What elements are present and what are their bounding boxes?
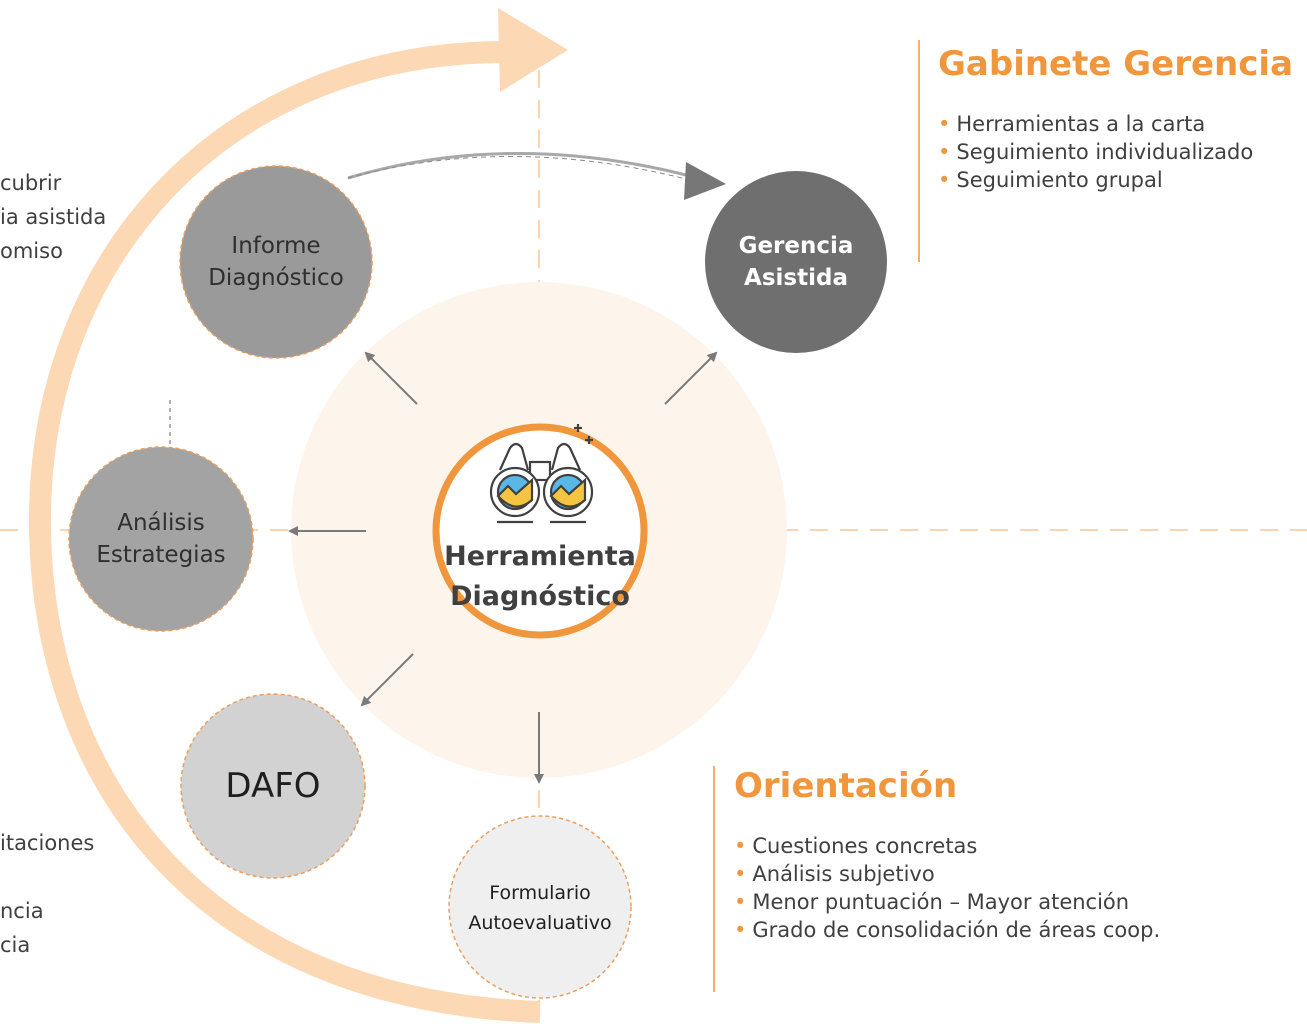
- left-top-line-2: omiso: [0, 239, 63, 263]
- list-item: •Grado de consolidación de áreas coop.: [734, 916, 1160, 944]
- informe-to-gerencia-arrow: [347, 152, 691, 180]
- orientacion-title: Orientación: [734, 766, 958, 806]
- node-gerencia-label: Gerencia Asistida: [705, 214, 887, 310]
- center-line1: Herramienta: [444, 541, 636, 572]
- list-item: •Seguimiento individualizado: [938, 138, 1293, 166]
- node-formulario-label: Formulario Autoevaluativo: [449, 868, 631, 948]
- node-analisis-line1: Análisis: [117, 510, 205, 536]
- arrow-to-gerencia: [664, 351, 718, 405]
- node-dafo-circle: [180, 693, 366, 879]
- orientacion-list: •Cuestiones concretas •Análisis subjetiv…: [734, 832, 1160, 944]
- node-formulario-circle: [448, 815, 632, 999]
- bullet-icon: •: [938, 140, 951, 164]
- left-bottom-line-0: itaciones: [0, 831, 95, 855]
- gabinete-item-1: Seguimiento individualizado: [956, 140, 1254, 164]
- node-informe-line2: Diagnóstico: [208, 265, 344, 291]
- node-gerencia-line2: Asistida: [744, 265, 848, 291]
- arrow-to-informe: [364, 351, 418, 405]
- center-label: Herramienta Diagnóstico: [436, 532, 644, 622]
- list-item: •Análisis subjetivo: [734, 860, 1160, 888]
- left-bottom-text: itaciones ncia cia: [0, 826, 94, 962]
- node-analisis-line2: Estrategias: [96, 542, 226, 568]
- gabinete-item-2: Seguimiento grupal: [956, 168, 1163, 192]
- center-circle: [432, 423, 648, 639]
- node-dafo-text: DAFO: [225, 766, 321, 806]
- bullet-icon: •: [938, 168, 951, 192]
- gabinete-title: Gabinete Gerencia: [938, 44, 1294, 84]
- node-informe-label: Informe Diagnóstico: [180, 214, 372, 310]
- bullet-icon: •: [734, 862, 747, 886]
- node-informe-circle: [179, 165, 373, 359]
- orientacion-panel: Orientación •Cuestiones concretas •Análi…: [734, 766, 1160, 944]
- bullet-icon: •: [734, 890, 747, 914]
- node-gerencia-line1: Gerencia: [738, 233, 854, 259]
- arrow-to-dafo: [360, 653, 414, 707]
- node-formulario-line2: Autoevaluativo: [468, 912, 612, 934]
- node-analisis-circle: [68, 446, 254, 632]
- node-formulario-line1: Formulario: [489, 882, 591, 904]
- list-item: •Herramientas a la carta: [938, 110, 1293, 138]
- cycle-arc: [28, 41, 541, 1023]
- informe-to-gerencia-arrowhead: [684, 162, 726, 200]
- left-top-text: cubrir ia asistida omiso: [0, 166, 106, 268]
- orientacion-item-3: Grado de consolidación de áreas coop.: [752, 918, 1161, 942]
- node-dafo-label: DAFO: [181, 746, 365, 826]
- gabinete-item-0: Herramientas a la carta: [956, 112, 1206, 136]
- list-item: •Cuestiones concretas: [734, 832, 1160, 860]
- orientacion-item-0: Cuestiones concretas: [752, 834, 978, 858]
- bullet-icon: •: [734, 834, 747, 858]
- left-bottom-line-2: ncia: [0, 899, 44, 923]
- bullet-icon: •: [734, 918, 747, 942]
- orientacion-item-1: Análisis subjetivo: [752, 862, 935, 886]
- left-bottom-line-3: cia: [0, 933, 31, 957]
- left-top-line-0: cubrir: [0, 171, 62, 195]
- node-informe-line1: Informe: [231, 233, 321, 259]
- bullet-icon: •: [938, 112, 951, 136]
- node-analisis-label: Análisis Estrategias: [69, 491, 253, 587]
- gabinete-panel: Gabinete Gerencia •Herramientas a la car…: [938, 44, 1293, 194]
- list-item: •Menor puntuación – Mayor atención: [734, 888, 1160, 916]
- node-gerencia-circle: [705, 171, 887, 353]
- binoculars-icon: [489, 424, 594, 524]
- center-line2: Diagnóstico: [450, 581, 630, 612]
- left-top-line-1: ia asistida: [0, 205, 107, 229]
- gabinete-list: •Herramientas a la carta •Seguimiento in…: [938, 110, 1293, 194]
- list-item: •Seguimiento grupal: [938, 166, 1293, 194]
- orientacion-item-2: Menor puntuación – Mayor atención: [752, 890, 1130, 914]
- left-bottom-line-1: [0, 860, 94, 894]
- cycle-arc-arrowhead: [498, 8, 568, 92]
